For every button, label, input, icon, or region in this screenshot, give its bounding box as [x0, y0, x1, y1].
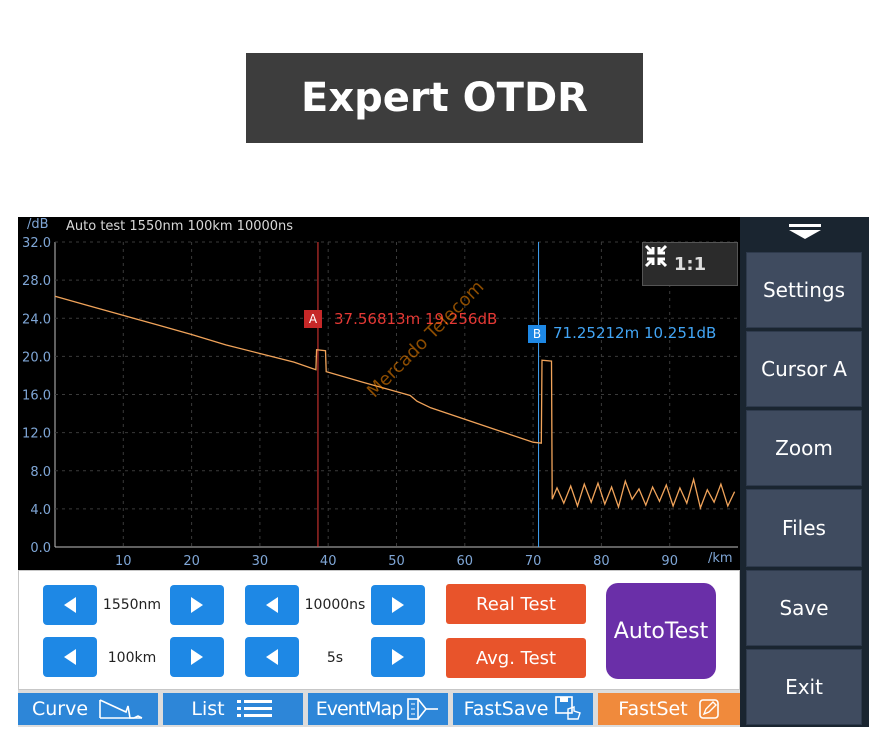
- tab-event-map-label: EventMap: [315, 698, 404, 720]
- time-prev-button[interactable]: [245, 637, 299, 677]
- y-axis-unit: /dB: [27, 217, 49, 232]
- wavelength-prev-button[interactable]: [43, 585, 97, 625]
- y-tick-label: 24.0: [22, 312, 51, 327]
- range-prev-button[interactable]: [43, 637, 97, 677]
- otdr-device-screen: 32.0 28.0 24.0 20.0 16.0 12.0 8.0 4.0 0.0 10 20 30 4…: [18, 217, 869, 727]
- curve-icon: [99, 699, 143, 719]
- tab-fast-save[interactable]: FastSave: [453, 693, 593, 725]
- y-tick-label: 8.0: [30, 465, 51, 480]
- menu-files-button[interactable]: Files: [746, 489, 862, 567]
- y-tick-label: 28.0: [22, 274, 51, 289]
- x-tick-label: 80: [593, 554, 610, 569]
- menu-settings-button[interactable]: Settings: [746, 252, 862, 328]
- avg-test-button[interactable]: Avg. Test: [446, 638, 586, 678]
- event-map-icon: [407, 698, 439, 720]
- pulse-value: 10000ns: [304, 597, 366, 613]
- menu-collapse-toggle[interactable]: [740, 217, 869, 247]
- x-tick-label: 90: [661, 554, 678, 569]
- triangle-left-icon: [266, 649, 278, 665]
- banner-title: Expert OTDR: [301, 75, 588, 121]
- tab-fast-set[interactable]: FastSet: [598, 693, 740, 725]
- y-tick-label: 12.0: [22, 427, 51, 442]
- real-test-button[interactable]: Real Test: [446, 584, 586, 624]
- triangle-left-icon: [64, 597, 76, 613]
- trace-series-line: [54, 295, 736, 511]
- triangle-right-icon: [191, 597, 203, 613]
- tab-list[interactable]: List: [163, 693, 303, 725]
- test-status-text: Auto test 1550nm 100km 10000ns: [66, 219, 294, 234]
- range-value: 100km: [107, 650, 157, 666]
- y-tick-label: 32.0: [22, 236, 51, 251]
- time-next-button[interactable]: [371, 637, 425, 677]
- menu-exit-button[interactable]: Exit: [746, 649, 862, 725]
- fast-save-icon: [555, 696, 582, 720]
- x-tick-label: 60: [457, 554, 474, 569]
- tab-event-map[interactable]: EventMap: [308, 693, 448, 725]
- x-tick-label: 20: [183, 554, 200, 569]
- menu-cursor-a-button[interactable]: Cursor A: [746, 331, 862, 407]
- trace-plot[interactable]: 32.0 28.0 24.0 20.0 16.0 12.0 8.0 4.0 0.0 10 20 30 4…: [18, 217, 740, 570]
- page-banner: Expert OTDR: [246, 53, 643, 143]
- menu-zoom-button[interactable]: Zoom: [746, 410, 862, 486]
- triangle-right-icon: [191, 649, 203, 665]
- range-next-button[interactable]: [170, 637, 224, 677]
- tab-list-label: List: [191, 698, 225, 720]
- triangle-right-icon: [392, 597, 404, 613]
- x-tick-label: 50: [388, 554, 405, 569]
- list-icon: [236, 700, 272, 717]
- triangle-left-icon: [266, 597, 278, 613]
- cursor-b-flag[interactable]: B: [528, 325, 546, 343]
- time-value: 5s: [326, 650, 344, 666]
- y-tick-label: 16.0: [22, 389, 51, 404]
- x-tick-label: 70: [525, 554, 542, 569]
- menu-save-button[interactable]: Save: [746, 570, 862, 646]
- x-axis-unit: /km: [708, 551, 733, 566]
- zoom-ratio-label: 1:1: [673, 253, 707, 275]
- tab-curve-label: Curve: [31, 698, 89, 720]
- bottom-tab-bar: Curve List EventMap FastSave: [18, 690, 740, 727]
- y-tick-label: 20.0: [22, 350, 51, 365]
- tab-fast-set-label: FastSet: [618, 698, 688, 720]
- trace-chart-svg: 32.0 28.0 24.0 20.0 16.0 12.0 8.0 4.0 0.0 10 20 30 4…: [22, 236, 738, 569]
- auto-test-button[interactable]: AutoTest: [606, 583, 716, 679]
- tab-curve[interactable]: Curve: [18, 693, 158, 725]
- tab-fast-save-label: FastSave: [463, 698, 549, 720]
- fast-set-icon: [698, 699, 719, 719]
- zoom-ratio-button[interactable]: 1:1: [642, 242, 738, 286]
- x-tick-label: 40: [320, 554, 337, 569]
- pulse-next-button[interactable]: [371, 585, 425, 625]
- side-menu: Settings Cursor A Zoom Files Save Exit: [740, 217, 869, 727]
- compress-arrows-icon: [644, 244, 668, 268]
- y-tick-label: 0.0: [30, 541, 51, 556]
- y-tick-label: 4.0: [30, 503, 51, 518]
- pulse-prev-button[interactable]: [245, 585, 299, 625]
- wavelength-next-button[interactable]: [170, 585, 224, 625]
- wavelength-value: 1550nm: [102, 597, 162, 613]
- cursor-b-readout: 71.25212m 10.251dB: [553, 324, 717, 342]
- control-panel: 1550nm 100km 10000ns 5s Real Test Avg. T…: [18, 570, 740, 690]
- cursor-a-flag[interactable]: A: [304, 310, 322, 328]
- x-tick-label: 30: [252, 554, 269, 569]
- x-tick-label: 10: [115, 554, 132, 569]
- triangle-right-icon: [392, 649, 404, 665]
- chevron-down-icon: [788, 224, 821, 239]
- triangle-left-icon: [64, 649, 76, 665]
- cursor-a-readout: 37.56813m 19.256dB: [334, 310, 498, 328]
